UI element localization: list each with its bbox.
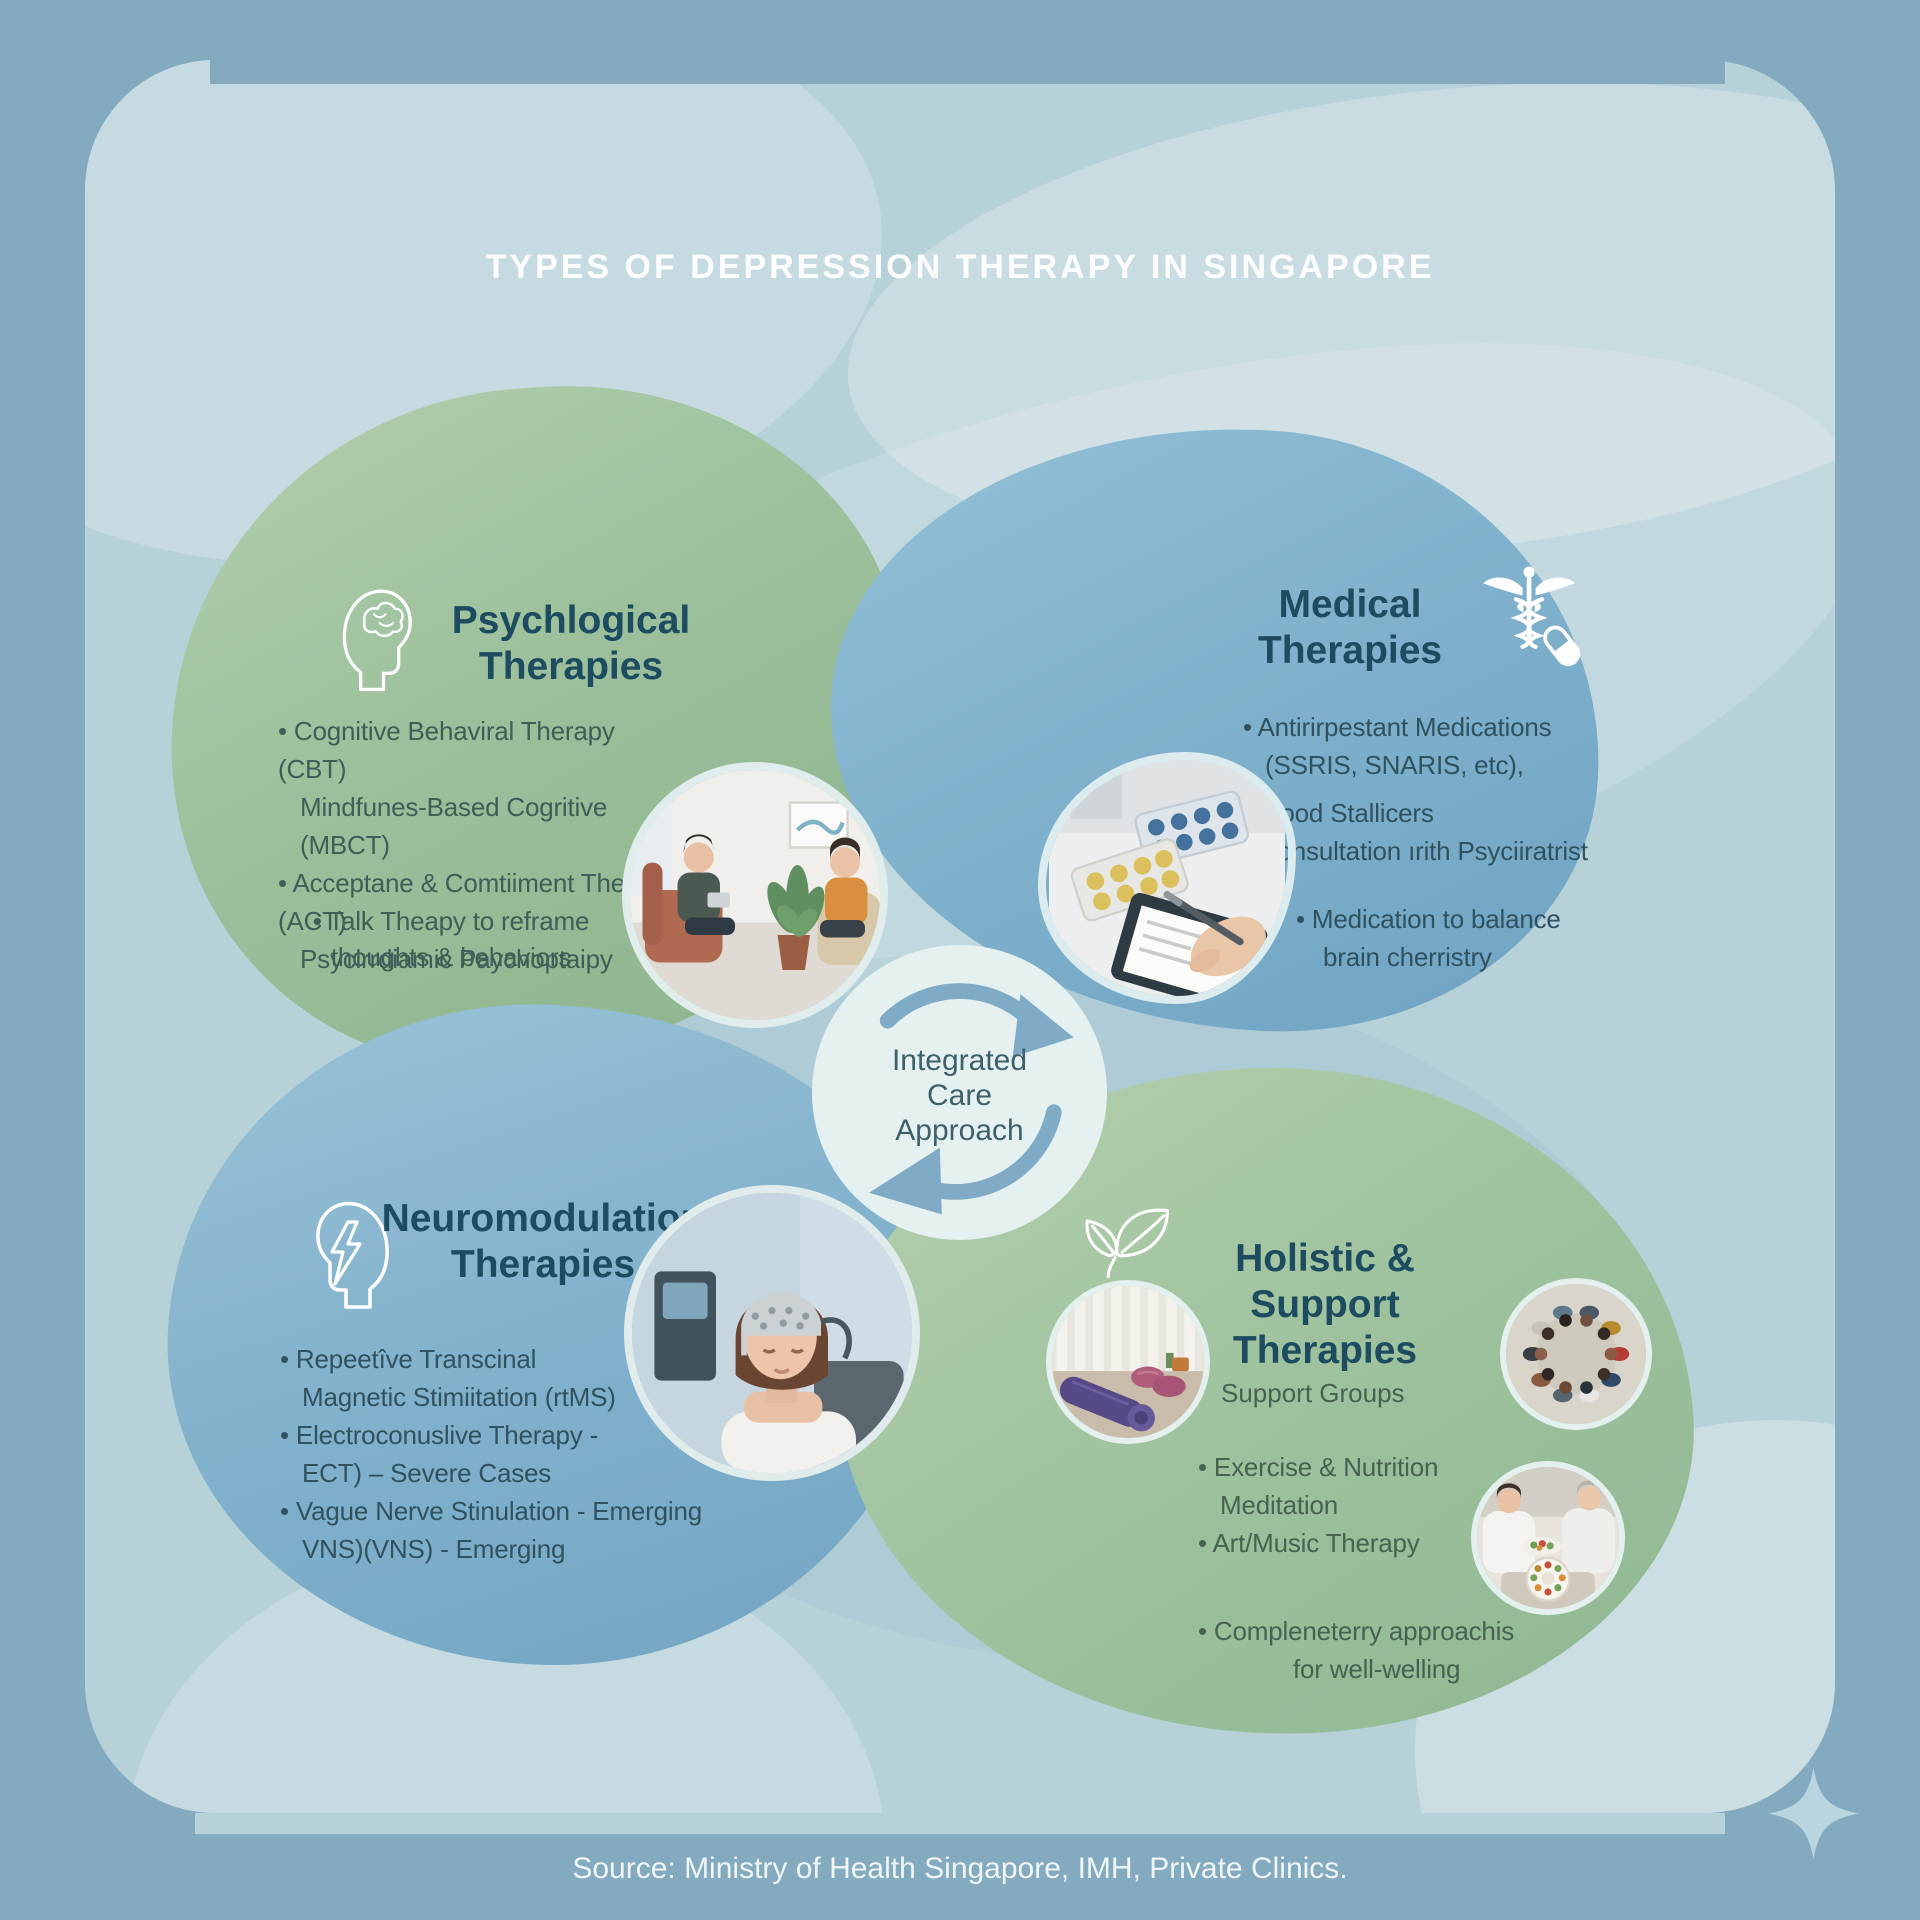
bullet-line: (SSRIS, SNARIS, etc), [1265,750,1524,780]
neuromodulation-bullets: • Repeetîve Transcinal Magnetic Stimiita… [280,1340,750,1568]
bullet-line: • Antirirpestant Medications [1243,712,1552,742]
support-groups-label: Support Groups [1221,1378,1405,1408]
neuromodulation-title: Neuromodulation Therapies [378,1196,708,1288]
page-title: TYPES OF DEPRESSION THERAPY IN SINGAPORE [485,248,1435,286]
badge-line: Care [926,1079,993,1112]
caduceus-icon [1474,560,1586,672]
bullet-line: • Repeetîve Transcinal [280,1344,537,1374]
medical-bullets: • Antirirpestant Medications (SSRIS, SNA… [1243,708,1673,976]
source-attribution: Source: Ministry of Health Singapore, IM… [572,1852,1348,1885]
bullet-line: VNS)(VNS) - Emerging [302,1534,566,1564]
nutrition-photo [1471,1461,1625,1615]
tms-treatment-photo [624,1185,920,1481]
medical-title: Medical Therapies [1185,582,1515,674]
card-top-notch [210,60,1725,84]
integrated-care-label: Integrated Care Approach [812,1043,1107,1148]
bullet-line: thoughts & behaviors [330,942,572,972]
bullet-line: brain cherristry [1323,942,1492,972]
psychological-title: Psychlogical Therapies [446,598,696,690]
bullet-line: • Exercise & Nutrition [1198,1452,1439,1482]
holistic-bullets: • Exercise & Nutrition Meditation • Art/… [1198,1448,1558,1688]
holistic-title: Holistic & Support Therapies [1160,1236,1490,1374]
badge-line: Approach [895,1114,1024,1147]
bullet-line: • Electroconuslive Therapy - [280,1420,599,1450]
neuromodulation-title-line1: Neuromodulation [381,1197,705,1240]
cycle-arrows-icon [869,983,1074,1215]
psychological-title-line2: Therapies [478,645,664,688]
psychological-title-line1: Psychlogical [451,599,691,642]
yoga-studio-photo [1046,1280,1210,1444]
bullet-line: Meditation [1220,1490,1338,1520]
bullet-line: Mindfunes-Based Cogritive (MBCT) [300,792,608,860]
bullet-line: • Acceptane & Comtiiment Therapy (ACT) [278,868,675,936]
bullet-line: • Medication to balance [1296,904,1561,934]
head-brain-icon [336,584,431,709]
bullet-line: Psyclrrdiamic Paychoptaipy [300,944,613,974]
sparkle-icon [1766,1766,1861,1861]
psychological-bullets: • Cognitive Behaviral Therapy (CBT) Mind… [278,712,678,978]
bullet-line: Magnetic Stimiitation (rtMS) [302,1382,616,1412]
integrated-care-badge: Integrated Care Approach [812,945,1107,1240]
bullet-line: • Vague Nerve Stinulation - Emerging [280,1496,702,1526]
bullet-line: • Compleneterry approachis [1198,1616,1515,1646]
bullet-line: • Consultation ırith Psyciiratrist [1243,836,1588,866]
medical-title-line1: Medical [1278,583,1422,626]
bullet-line: for well-welling [1293,1654,1461,1684]
support-group-photo [1500,1278,1652,1430]
leaf-icon [1082,1200,1178,1282]
medication-photo [1038,752,1296,1004]
bullet-line: • Talk Theapy to reframe [312,906,590,936]
medical-title-line2: Therapies [1257,629,1443,672]
badge-line: Integrated [891,1044,1028,1077]
bullet-line: • Art/Music Therapy [1198,1528,1420,1558]
bullet-line: • Mood Stallicers [1243,798,1434,828]
bullet-line: • Cognitive Behaviral Therapy (CBT) [278,716,615,784]
neuromodulation-title-line2: Therapies [450,1243,636,1286]
psychological-callout: • Talk Theapy to reframe thoughts & beha… [296,903,606,975]
holistic-title-line1: Holistic & Support [1235,1237,1415,1326]
therapy-session-photo [622,762,888,1028]
head-lightning-icon [296,1196,396,1328]
holistic-title-line2: Therapies [1232,1329,1418,1372]
card-bottom-notch [195,1813,1725,1834]
bullet-line: ECT) – Severe Cases [302,1458,552,1488]
